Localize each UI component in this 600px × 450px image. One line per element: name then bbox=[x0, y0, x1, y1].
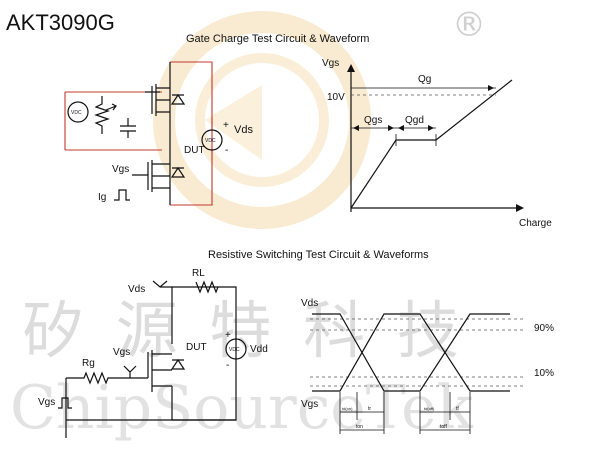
vds-label-right: Vds bbox=[234, 124, 253, 136]
watermark-logo bbox=[153, 11, 371, 229]
vdc-source-left: VDC bbox=[67, 101, 89, 123]
gate-charge-title: Gate Charge Test Circuit & Waveform bbox=[186, 33, 369, 45]
sw-wave-vds: Vds bbox=[301, 298, 318, 309]
tf-label: tf bbox=[456, 406, 459, 412]
wave-qgd-label: Qgd bbox=[405, 115, 424, 126]
ig-label: Ig bbox=[98, 192, 106, 203]
vgs-label-left: Vgs bbox=[112, 164, 129, 175]
sw-minus-sign: - bbox=[226, 360, 229, 371]
wave-vgs-label: Vgs bbox=[322, 58, 339, 69]
wave-qgs-label: Qgs bbox=[364, 115, 382, 126]
switching-title: Resistive Switching Test Circuit & Wavef… bbox=[208, 249, 429, 261]
switching-circuit bbox=[65, 280, 237, 438]
gate-charge-circuit bbox=[64, 61, 213, 206]
mosfet-upper bbox=[145, 84, 186, 116]
dut-label-top: DUT bbox=[184, 145, 205, 156]
ton-label: ton bbox=[356, 424, 363, 430]
gate-charge-waveform bbox=[347, 64, 524, 212]
sw-wave-vgs: Vgs bbox=[301, 399, 318, 410]
wave-10v-label: 10V bbox=[327, 92, 345, 103]
mosfet-switching bbox=[147, 350, 186, 392]
sw-vgs-in-label: Vgs bbox=[38, 397, 55, 408]
toff-label: toff bbox=[440, 424, 447, 430]
sw-dut-label: DUT bbox=[186, 342, 207, 353]
sw-vdd-label: Vdd bbox=[250, 344, 268, 355]
sw-90-label: 90% bbox=[534, 323, 554, 334]
sw-vds-label: Vds bbox=[128, 284, 145, 295]
capacitor bbox=[120, 118, 136, 138]
registered-mark: ® bbox=[452, 5, 486, 45]
mosfet-dut bbox=[132, 160, 186, 192]
svg-text:VDC: VDC bbox=[229, 347, 240, 353]
part-number: AKT3090G bbox=[6, 10, 115, 35]
tr-label: tr bbox=[368, 406, 371, 412]
wave-charge-label: Charge bbox=[519, 218, 552, 229]
svg-text:VDC: VDC bbox=[205, 138, 216, 144]
td-off-label: td(off) bbox=[424, 406, 435, 411]
vdc-label: VDC bbox=[71, 110, 82, 116]
sw-10-label: 10% bbox=[534, 368, 554, 379]
sw-rl-label: RL bbox=[192, 268, 205, 279]
sw-rg-label: Rg bbox=[82, 358, 95, 369]
sw-plus-sign: + bbox=[225, 330, 231, 341]
plus-sign-right: + bbox=[223, 120, 229, 131]
td-on-label: td(on) bbox=[342, 406, 353, 411]
watermark-cn: 矽 源 特 科 技 bbox=[22, 294, 465, 367]
vdc-source-switching: VDC bbox=[225, 338, 247, 360]
vdc-source-right: VDC bbox=[201, 129, 223, 151]
watermark-en: ChipSourceTek bbox=[10, 373, 474, 443]
switching-waveform bbox=[310, 313, 525, 434]
ig-pulse-icon bbox=[114, 189, 130, 201]
resistor-vertical bbox=[94, 96, 117, 134]
minus-sign-right: - bbox=[225, 145, 228, 156]
sw-vgs-label: Vgs bbox=[113, 347, 130, 358]
vgs-pulse-icon bbox=[58, 397, 72, 409]
wave-qg-label: Qg bbox=[418, 74, 431, 85]
